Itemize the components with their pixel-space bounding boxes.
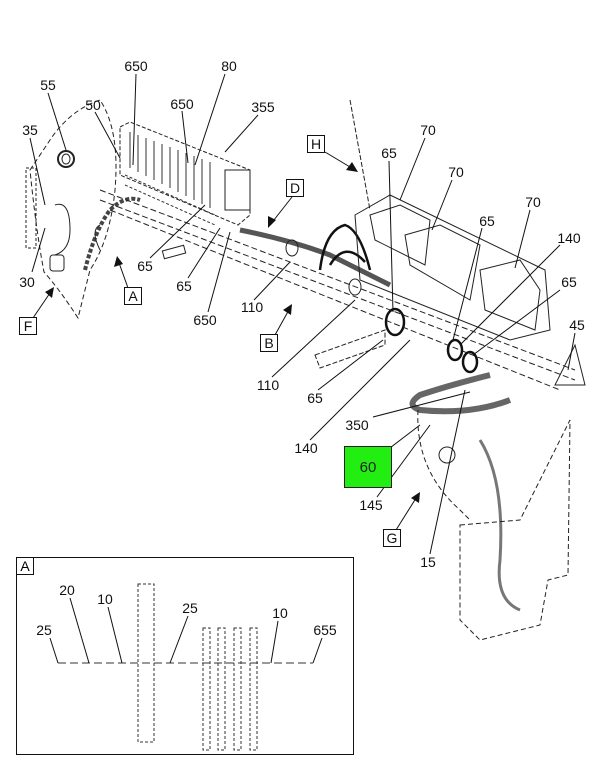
grommet-55 [57,150,75,168]
callout-65[interactable]: 65 [307,390,323,406]
plug-30 [49,254,65,272]
callout-80[interactable]: 80 [221,58,237,74]
callout-110[interactable]: 110 [240,299,264,315]
callout-650[interactable]: 650 [193,312,217,328]
callout-30[interactable]: 30 [19,274,35,290]
detail-a-drawing [58,583,313,751]
harness-left-b [94,224,101,251]
callout-65[interactable]: 65 [479,213,495,229]
small-tab [161,244,187,260]
lower-panel [459,419,571,641]
panel-bracket [25,167,37,249]
main-harness [239,227,392,288]
detail-fuse-1 [202,627,211,751]
detail-fuse-2 [217,627,226,751]
module-housing [354,194,551,341]
view-marker-D[interactable]: D [286,179,304,197]
detail-view-a [16,557,354,755]
crossmember [99,189,576,391]
wire-loops [318,223,372,271]
clamp-65e [461,350,479,374]
relay-355 [224,169,251,211]
bracket-arm [314,329,386,369]
view-marker-A[interactable]: A [124,287,142,305]
detail-post [137,583,155,743]
module-70b [404,224,481,301]
detail-fuse-3 [233,627,242,751]
highlighted-part-60[interactable]: 60 [344,446,392,488]
callout-350[interactable]: 350 [345,417,369,433]
view-marker-B[interactable]: B [260,334,278,352]
mast-h [349,99,371,211]
callout-650[interactable]: 650 [124,58,148,74]
harness-left [83,196,141,271]
callout-145[interactable]: 145 [359,497,383,513]
grommet-55-inner [61,153,71,165]
callout-50[interactable]: 50 [85,97,101,113]
callout-65[interactable]: 65 [176,278,192,294]
detail-view-tag: A [16,557,34,575]
callout-140[interactable]: 140 [294,440,318,456]
callout-70[interactable]: 70 [448,164,464,180]
tube-110a [285,239,299,257]
detail-callout-655[interactable]: 655 [313,622,337,638]
callout-15[interactable]: 15 [420,554,436,570]
fitting-60 [438,446,456,464]
callout-55[interactable]: 55 [40,77,56,93]
callout-70[interactable]: 70 [525,194,541,210]
leader-lines [29,73,576,555]
detail-callout-10[interactable]: 10 [97,591,113,607]
connector-30-35 [54,203,71,256]
clamp-65c [384,307,406,337]
panel-g [417,409,471,521]
detail-callout-25[interactable]: 25 [36,622,52,638]
view-marker-F[interactable]: F [19,317,37,335]
detail-callout-20[interactable]: 20 [59,582,75,598]
callout-65[interactable]: 65 [137,258,153,274]
detail-callout-10[interactable]: 10 [272,605,288,621]
module-70c [479,259,541,331]
view-arrowheads [45,162,420,503]
callout-45[interactable]: 45 [569,317,585,333]
highlighted-part-label: 60 [359,458,377,476]
view-marker-H[interactable]: H [307,135,325,153]
tube-110b [348,278,362,296]
support-45 [554,343,586,386]
side-panel-f [29,99,117,320]
detail-fuse-4 [249,627,258,751]
fuse-rows [124,132,216,226]
callout-140[interactable]: 140 [557,230,581,246]
detail-leaders [49,597,323,664]
callout-65[interactable]: 65 [381,145,397,161]
view-marker-G[interactable]: G [383,529,401,547]
callout-110[interactable]: 110 [256,377,280,393]
module-70a [369,204,431,266]
callout-70[interactable]: 70 [420,122,436,138]
callout-650[interactable]: 650 [170,96,194,112]
callout-35[interactable]: 35 [22,122,38,138]
clamp-65d [446,338,464,362]
callout-355[interactable]: 355 [251,99,275,115]
conduit-145 [409,372,512,415]
hose [478,439,521,612]
callout-65[interactable]: 65 [561,274,577,290]
detail-callout-25[interactable]: 25 [182,600,198,616]
